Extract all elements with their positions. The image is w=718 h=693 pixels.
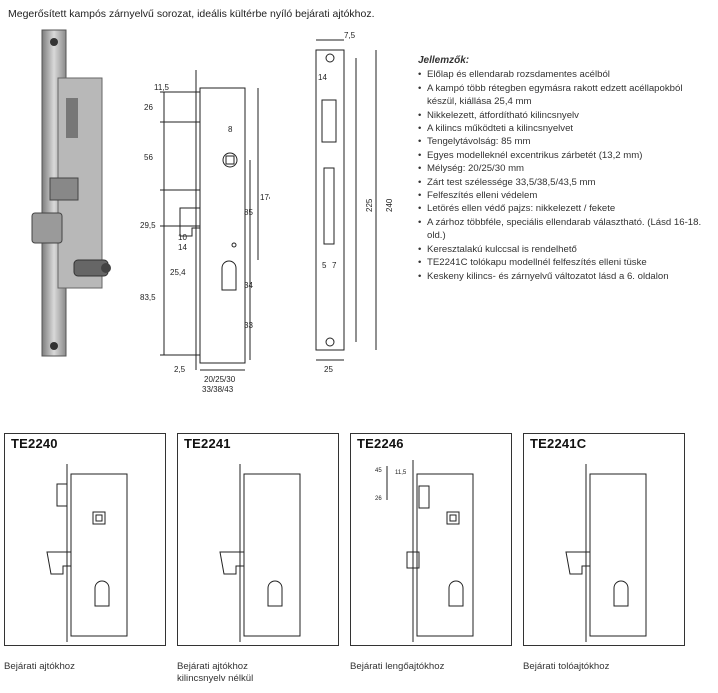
dim-10: 10 bbox=[178, 233, 187, 242]
dim-34: 34 bbox=[244, 281, 253, 290]
caption-te2241c: Bejárati tolóajtókhoz bbox=[523, 661, 610, 672]
dim-depth: 20/25/30 bbox=[204, 375, 236, 384]
lock-photo bbox=[31, 29, 111, 357]
dim-11-5: 11,5 bbox=[154, 83, 170, 92]
dim-56: 56 bbox=[144, 153, 153, 162]
feature-item: A zárhoz többféle, speciális ellendarab … bbox=[418, 216, 714, 243]
feature-item: Egyes modelleknél excentrikus zárbetét (… bbox=[418, 149, 714, 163]
model-box-te2241c: TE2241C bbox=[523, 433, 685, 646]
dim-width: 33/38/43 bbox=[202, 385, 234, 394]
dim-2-5: 2,5 bbox=[174, 365, 186, 374]
dim-225: 225 bbox=[365, 198, 374, 212]
model-drawing bbox=[219, 464, 301, 642]
model-box-te2246: TE2246 45 11,5 26 bbox=[350, 433, 512, 646]
dim-14: 14 bbox=[178, 243, 187, 252]
caption-te2241: Bejárati ajtókhoz kilincsnyelv nélkül bbox=[177, 661, 254, 684]
model-code: TE2241C bbox=[530, 436, 587, 451]
dim-11-5-small: 11,5 bbox=[395, 470, 407, 476]
technical-drawing-side: 11,5 26 56 29,5 83,5 8 174 85 10 14 25,4… bbox=[140, 70, 270, 394]
feature-item: Előlap és ellendarab rozsdamentes acélbó… bbox=[418, 68, 714, 82]
feature-item: Keresztalakú kulccsal is rendelhető bbox=[418, 243, 714, 257]
dim-83-5: 83,5 bbox=[140, 293, 156, 302]
feature-item: Felfeszítés elleni védelem bbox=[418, 189, 714, 203]
model-code: TE2241 bbox=[184, 436, 231, 451]
caption-te2246: Bejárati lengőajtókhoz bbox=[350, 661, 445, 672]
model-drawing bbox=[565, 464, 647, 642]
model-drawing: 45 11,5 26 bbox=[375, 460, 474, 642]
dim-33: 33 bbox=[244, 321, 253, 330]
dim-14b: 14 bbox=[318, 73, 327, 82]
dim-240: 240 bbox=[385, 198, 394, 212]
caption-te2240: Bejárati ajtókhoz bbox=[4, 661, 75, 672]
dim-26-small: 26 bbox=[375, 496, 382, 502]
dim-85: 85 bbox=[244, 208, 253, 217]
dim-26: 26 bbox=[144, 103, 153, 112]
technical-drawing-faceplate: 7,5 14 225 240 5 7 25 bbox=[315, 31, 394, 373]
page-title: Megerősített kampós zárnyelvű sorozat, i… bbox=[8, 8, 375, 20]
feature-item: Tengelytávolság: 85 mm bbox=[418, 135, 714, 149]
dim-7: 7 bbox=[332, 261, 337, 270]
dim-45: 45 bbox=[375, 468, 382, 474]
model-box-te2241: TE2241 bbox=[177, 433, 339, 646]
feature-item: A kampó több rétegben egymásra rakott ed… bbox=[418, 82, 714, 109]
features-list: Előlap és ellendarab rozsdamentes acélbó… bbox=[418, 68, 714, 283]
feature-item: Zárt test szélessége 33,5/38,5/43,5 mm bbox=[418, 176, 714, 190]
feature-item: Keskeny kilincs- és zárnyelvű változatot… bbox=[418, 270, 714, 284]
features-heading: Jellemzők: bbox=[418, 55, 470, 66]
feature-item: Mélység: 20/25/30 mm bbox=[418, 162, 714, 176]
feature-item: Nikkelezett, átfordítható kilincsnyelv bbox=[418, 109, 714, 123]
model-box-te2240: TE2240 bbox=[4, 433, 166, 646]
features-panel: Jellemzők: Előlap és ellendarab rozsdame… bbox=[418, 54, 714, 283]
feature-item: TE2241C tolókapu modellnél felfeszítés e… bbox=[418, 256, 714, 270]
dim-5: 5 bbox=[322, 261, 327, 270]
dim-29-5: 29,5 bbox=[140, 221, 156, 230]
feature-item: A kilincs működteti a kilincsnyelvet bbox=[418, 122, 714, 136]
model-code: TE2246 bbox=[357, 436, 404, 451]
dim-8: 8 bbox=[228, 125, 233, 134]
dim-25-4: 25,4 bbox=[170, 268, 186, 277]
dim-25: 25 bbox=[324, 365, 333, 373]
model-code: TE2240 bbox=[11, 436, 58, 451]
dim-174: 174 bbox=[260, 193, 270, 202]
model-drawing bbox=[46, 464, 128, 642]
feature-item: Letörés ellen védő pajzs: nikkelezett / … bbox=[418, 202, 714, 216]
dim-7-5: 7,5 bbox=[344, 31, 356, 40]
